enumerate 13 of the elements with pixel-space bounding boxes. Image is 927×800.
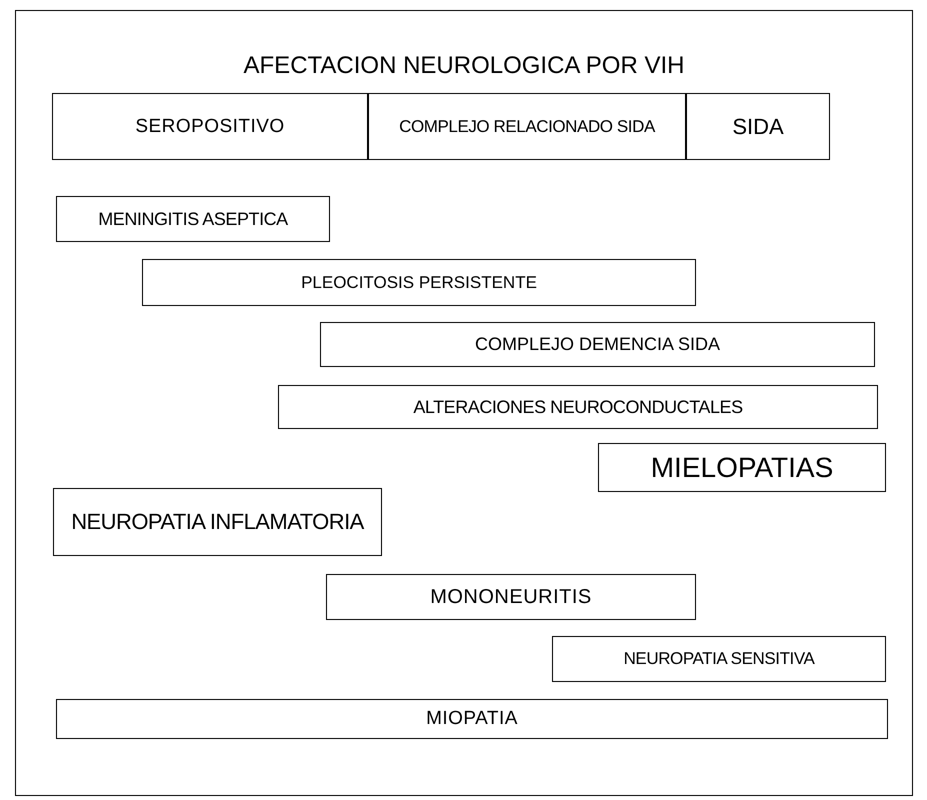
label-box: MIELOPATIAS xyxy=(598,443,886,492)
label-box: COMPLEJO DEMENCIA SIDA xyxy=(320,322,875,367)
label-box: NEUROPATIA SENSITIVA xyxy=(552,636,886,682)
label-box: SIDA xyxy=(686,93,830,160)
title: AFECTACION NEUROLOGICA POR VIH xyxy=(242,54,686,78)
label-box: MONONEURITIS xyxy=(326,574,696,620)
label-box: ALTERACIONES NEUROCONDUCTALES xyxy=(278,385,878,429)
label-box: MENINGITIS ASEPTICA xyxy=(56,196,330,242)
label-box: SEROPOSITIVO xyxy=(52,93,368,160)
label-box: NEUROPATIA INFLAMATORIA xyxy=(53,488,382,556)
label-box: PLEOCITOSIS PERSISTENTE xyxy=(142,259,696,306)
label-box: COMPLEJO RELACIONADO SIDA xyxy=(368,93,686,160)
label-box: MIOPATIA xyxy=(56,699,888,739)
